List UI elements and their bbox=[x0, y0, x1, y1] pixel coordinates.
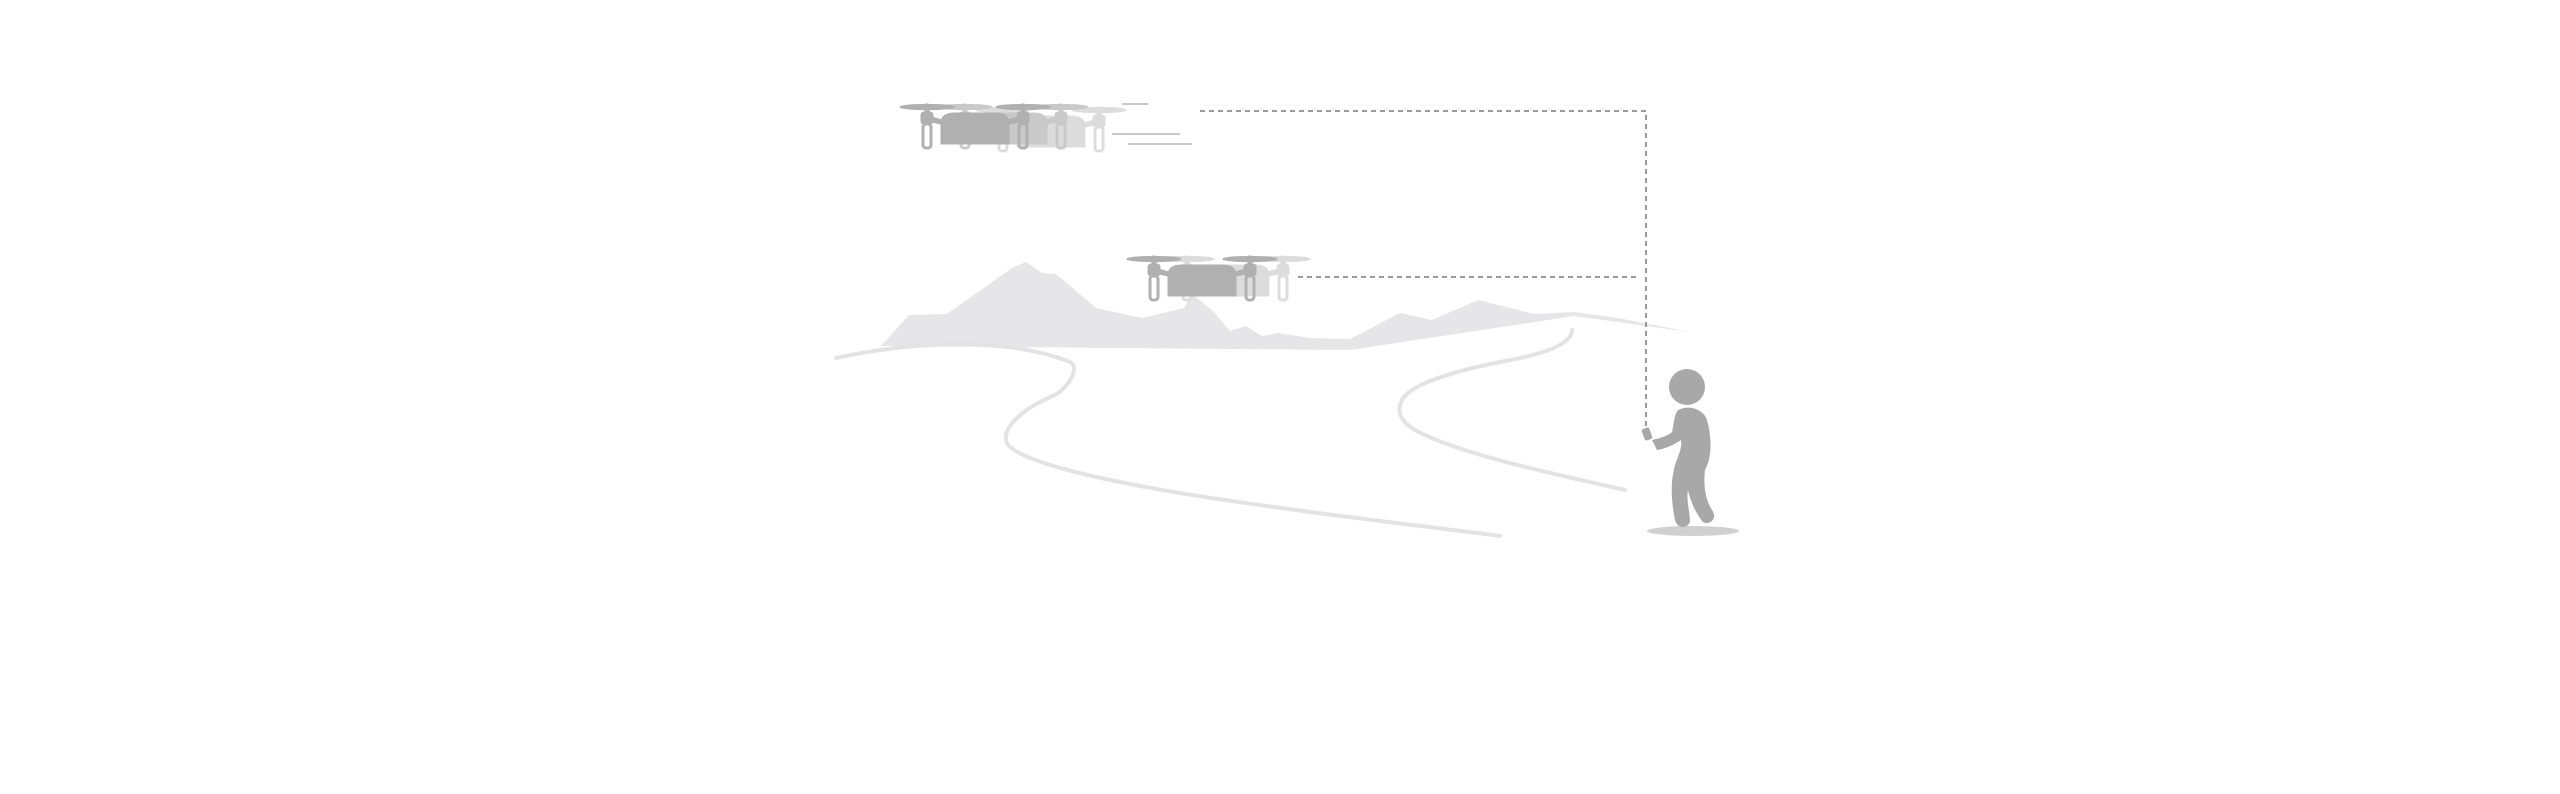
person-icon bbox=[1641, 369, 1739, 536]
mountain-range bbox=[881, 262, 1690, 350]
winding-road bbox=[834, 328, 1627, 538]
road-edge-left bbox=[834, 342, 1502, 538]
motion-lines bbox=[1112, 103, 1192, 145]
remote-controller-icon bbox=[1641, 427, 1653, 441]
drone-icon bbox=[1125, 254, 1279, 302]
drone-high-group bbox=[898, 102, 1128, 153]
person-body bbox=[1652, 407, 1715, 528]
drone-low-group bbox=[1125, 254, 1312, 302]
person-head bbox=[1669, 369, 1705, 405]
person-shadow bbox=[1647, 526, 1739, 536]
guide-line-high bbox=[1200, 110, 1647, 432]
road-edge-right bbox=[1397, 328, 1627, 492]
altitude-guides bbox=[1200, 110, 1647, 432]
